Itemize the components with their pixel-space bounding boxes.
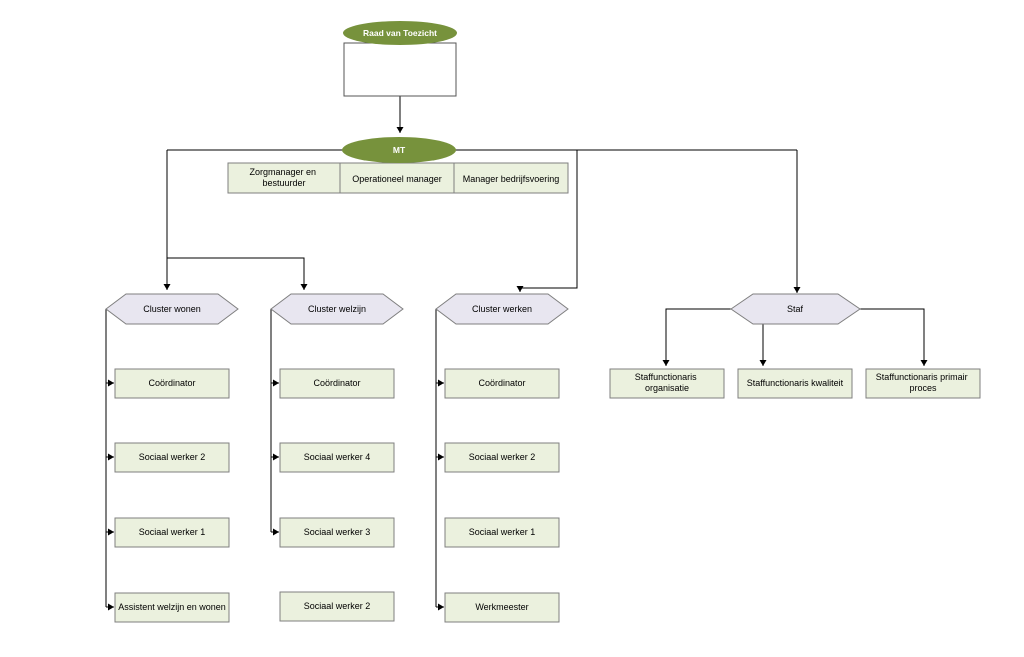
cluster-label: Cluster welzijn <box>308 304 366 314</box>
role-label: Sociaal werker 1 <box>139 527 206 537</box>
mt-member-box <box>339 162 455 194</box>
role-box <box>114 442 230 473</box>
mt-member-label-line: Zorgmanager en <box>249 167 316 177</box>
role-box <box>114 368 230 399</box>
mt-member-label-line: bestuurder <box>262 178 305 188</box>
cluster-hexagon <box>105 293 239 325</box>
staff-role-label: Staffunctionaris kwaliteit <box>747 378 844 388</box>
mt-oval <box>342 137 456 163</box>
staff-cluster: Staf <box>730 293 861 325</box>
role-label: Sociaal werker 2 <box>304 601 371 611</box>
role-label: Sociaal werker 1 <box>469 527 536 537</box>
mt-member-box <box>227 162 341 194</box>
mt-node: Zorgmanager en bestuurder Operationeel m… <box>227 137 569 194</box>
board-box <box>343 42 457 97</box>
board-node: Raad van Toezicht <box>343 21 457 97</box>
cluster-label: Cluster wonen <box>143 304 201 314</box>
staff-role-label-line: Staffunctionaris <box>635 372 697 382</box>
role-box <box>279 442 395 473</box>
role-label: Coördinator <box>148 378 195 388</box>
role-label: Sociaal werker 3 <box>304 527 371 537</box>
role-box <box>114 592 230 623</box>
cluster-welzijn: Cluster welzijn <box>270 293 404 325</box>
staff-box <box>609 368 725 399</box>
board-label: Raad van Toezicht <box>363 28 437 38</box>
role-label: Coördinator <box>313 378 360 388</box>
staff-items: Staffunctionaris organisatie Staffunctio… <box>609 368 981 399</box>
staff-role-label: Staffunctionaris primair proces <box>876 372 970 393</box>
role-label: Sociaal werker 2 <box>139 452 206 462</box>
mt-label: MT <box>393 145 406 155</box>
staff-role-label: Staffunctionaris organisatie <box>635 372 699 393</box>
cluster-wonen-items: Coördinator Sociaal werker 2 Sociaal wer… <box>114 368 230 623</box>
cluster-hexagon <box>435 293 569 325</box>
cluster-werken: Cluster werken <box>435 293 569 325</box>
staff-box <box>865 368 981 399</box>
role-label: Sociaal werker 4 <box>304 452 371 462</box>
staff-role-label-line: organisatie <box>645 383 689 393</box>
staff-hexagon <box>730 293 861 325</box>
role-label: Sociaal werker 2 <box>469 452 536 462</box>
cluster-hexagon <box>270 293 404 325</box>
cluster-label: Cluster werken <box>472 304 532 314</box>
cluster-wonen: Cluster wonen <box>105 293 239 325</box>
mt-member-label: Manager bedrijfsvoering <box>463 174 560 184</box>
role-box <box>444 517 560 548</box>
role-label: Assistent welzijn en wonen <box>118 602 226 612</box>
role-box <box>444 442 560 473</box>
cluster-welzijn-items: Coördinator Sociaal werker 4 Sociaal wer… <box>279 368 395 622</box>
board-oval <box>343 21 457 45</box>
mt-member-label: Zorgmanager en bestuurder <box>249 167 318 188</box>
role-box <box>279 368 395 399</box>
mt-member-label: Operationeel manager <box>352 174 442 184</box>
cluster-werken-items: Coördinator Sociaal werker 2 Sociaal wer… <box>444 368 560 623</box>
role-box <box>279 517 395 548</box>
role-box <box>114 517 230 548</box>
role-label: Coördinator <box>478 378 525 388</box>
staff-box <box>737 368 853 399</box>
mt-member-box <box>453 162 569 194</box>
staff-role-label-line: proces <box>909 383 937 393</box>
role-box <box>444 592 560 623</box>
staff-role-label-line: Staffunctionaris primair <box>876 372 968 382</box>
role-box <box>279 591 395 622</box>
role-label: Werkmeester <box>475 602 528 612</box>
connector-lines <box>105 96 928 611</box>
staff-label: Staf <box>787 304 804 314</box>
role-box <box>444 368 560 399</box>
